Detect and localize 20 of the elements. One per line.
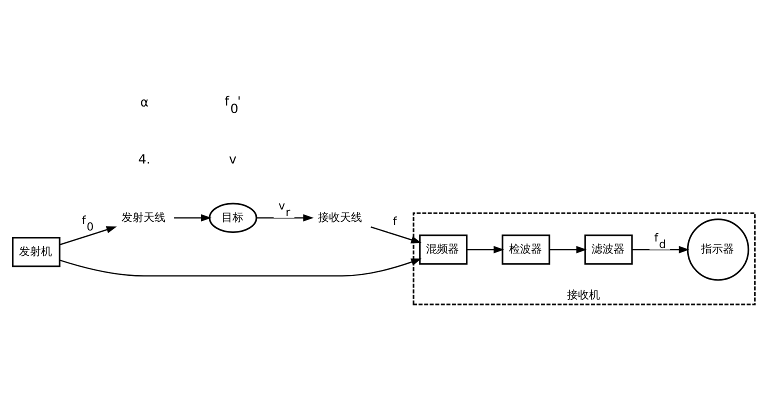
label: v bbox=[229, 152, 237, 167]
arrow bbox=[60, 258, 422, 276]
label: 4. bbox=[138, 152, 150, 167]
arrow bbox=[174, 214, 212, 222]
node-text: 发射天线 bbox=[122, 210, 166, 224]
arrow bbox=[256, 214, 314, 222]
arrow bbox=[370, 226, 422, 244]
arrow bbox=[466, 246, 504, 254]
arrow bbox=[59, 226, 117, 246]
node-box: 发射机 bbox=[12, 236, 60, 268]
node-text: 接收天线 bbox=[318, 210, 362, 224]
node-circle: 指示器 bbox=[686, 218, 750, 281]
node-box: 混频器 bbox=[419, 234, 468, 265]
arrow bbox=[632, 246, 690, 254]
arrow bbox=[550, 246, 587, 254]
node-box: 滤波器 bbox=[584, 234, 633, 265]
node-box: 检波器 bbox=[502, 234, 550, 265]
label: α bbox=[140, 94, 149, 110]
node-ellipse: 目标 bbox=[208, 202, 258, 233]
edge-label: f bbox=[392, 214, 397, 228]
